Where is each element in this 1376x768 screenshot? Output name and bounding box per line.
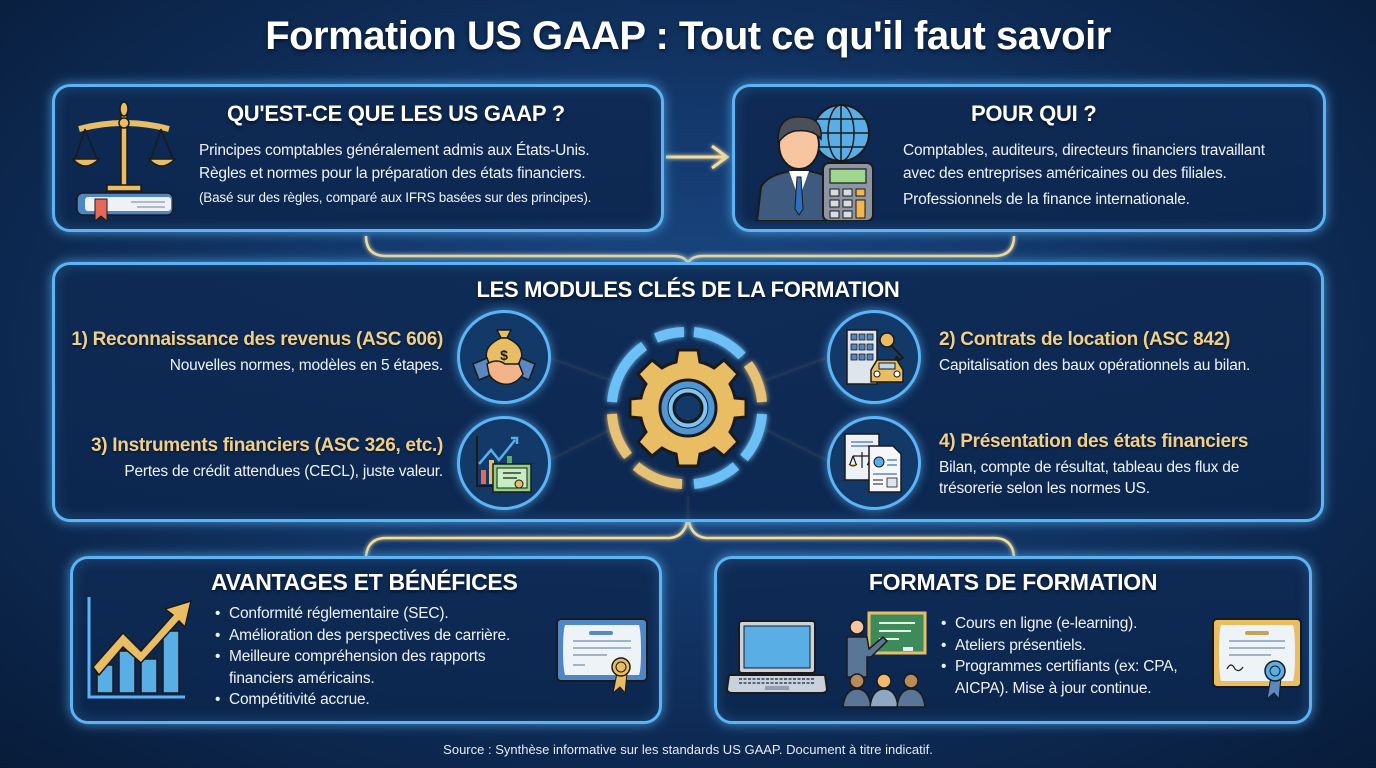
- laptop-icon: [725, 619, 829, 695]
- benefits-title: AVANTAGES ET BÉNÉFICES: [211, 569, 518, 595]
- certificate-icon: [555, 617, 651, 695]
- building-key-car-icon: [827, 310, 921, 404]
- module-3-title: 3) Instruments financiers (ASC 326, etc.…: [91, 435, 443, 456]
- module-3: 3) Instruments financiers (ASC 326, etc.…: [91, 435, 443, 482]
- formats-title: FORMATS DE FORMATION: [868, 569, 1158, 595]
- what-title: QU'EST-CE QUE LES US GAAP ?: [227, 101, 565, 126]
- who-line-3: Professionnels de la finance internation…: [903, 191, 1190, 208]
- what-line-2: Règles et normes pour la préparation des…: [199, 165, 586, 182]
- page-title: Formation US GAAP : Tout ce qu'il faut s…: [265, 14, 1111, 58]
- financial-documents-icon: [827, 416, 921, 510]
- modules-panel: LES MODULES CLÉS DE LA FORMATION 1) Reco…: [52, 262, 1324, 522]
- who-panel: POUR QUI ? Comptables, auditeurs, direct…: [732, 84, 1326, 232]
- businessman-globe-calculator-icon: [751, 99, 881, 221]
- format-item: Cours en ligne (e-learning).: [939, 613, 1211, 635]
- formats-list: Cours en ligne (e-learning). Ateliers pr…: [939, 613, 1211, 699]
- modules-title: LES MODULES CLÉS DE LA FORMATION: [476, 277, 900, 302]
- benefit-item: Amélioration des perspectives de carrièr…: [213, 625, 573, 647]
- scales-of-justice-on-book-icon: [71, 99, 181, 221]
- who-title: POUR QUI ?: [971, 101, 1097, 126]
- benefit-item: Conformité réglementaire (SEC).: [213, 603, 573, 625]
- module-4-desc-2: trésorerie selon les normes US.: [939, 480, 1150, 497]
- module-1-desc: Nouvelles normes, modèles en 5 étapes.: [169, 357, 443, 374]
- benefits-list: Conformité réglementaire (SEC). Améliora…: [213, 603, 573, 711]
- format-item: Programmes certifiants (ex: CPA, AICPA).…: [939, 656, 1211, 699]
- gear-icon: [598, 318, 778, 498]
- chart-certificate-icon: [457, 416, 551, 510]
- what-line-1: Principes comptables généralement admis …: [199, 142, 590, 159]
- teacher-classroom-icon: [839, 611, 929, 709]
- source-footer: Source : Synthèse informative sur les st…: [443, 742, 933, 757]
- growth-chart-icon: [85, 593, 197, 703]
- module-2-title: 2) Contrats de location (ASC 842): [939, 329, 1230, 350]
- what-is-us-gaap-panel: QU'EST-CE QUE LES US GAAP ? Principes co…: [52, 84, 664, 232]
- formats-panel: FORMATS DE FORMATION Cours en ligne (e-l…: [714, 556, 1312, 724]
- svg-text:$: $: [500, 347, 508, 363]
- module-1: 1) Reconnaissance des revenus (ASC 606) …: [71, 329, 443, 376]
- module-4-title: 4) Présentation des états financiers: [939, 431, 1249, 452]
- module-2: 2) Contrats de location (ASC 842) Capita…: [939, 329, 1250, 376]
- certificate-icon: [1211, 617, 1305, 701]
- module-1-title: 1) Reconnaissance des revenus (ASC 606): [71, 329, 443, 350]
- module-3-desc: Pertes de crédit attendues (CECL), juste…: [124, 463, 443, 480]
- module-4: 4) Présentation des états financiers Bil…: [939, 431, 1248, 499]
- benefit-item: Compétitivité accrue.: [213, 689, 573, 711]
- format-item: Ateliers présentiels.: [939, 635, 1211, 657]
- who-line-2: avec des entreprises américaines ou des …: [903, 165, 1227, 182]
- benefits-panel: AVANTAGES ET BÉNÉFICES Conformité réglem…: [70, 556, 662, 724]
- module-2-desc: Capitalisation des baux opérationnels au…: [939, 357, 1251, 374]
- module-4-desc-1: Bilan, compte de résultat, tableau des f…: [939, 459, 1240, 476]
- money-bag-handshake-icon: $: [457, 310, 551, 404]
- what-line-3: (Basé sur des règles, comparé aux IFRS b…: [199, 190, 592, 205]
- benefit-item: Meilleure compréhension des rapports fin…: [213, 646, 533, 689]
- who-line-1: Comptables, auditeurs, directeurs financ…: [903, 142, 1265, 159]
